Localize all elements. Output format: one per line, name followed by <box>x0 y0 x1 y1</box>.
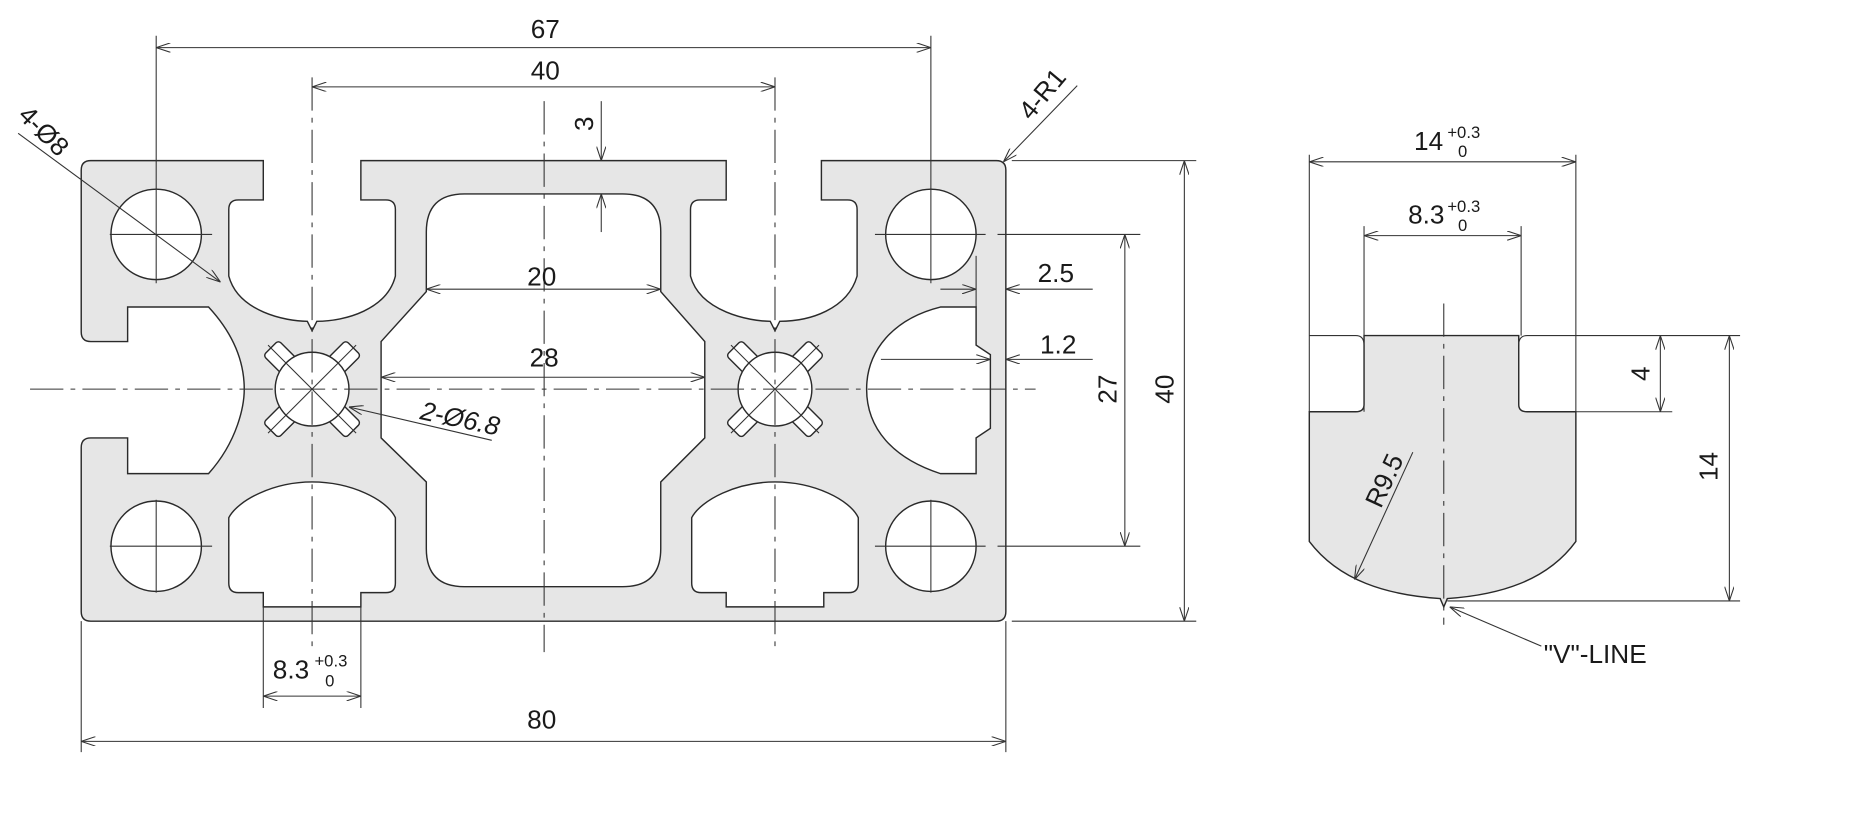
slot-detail: 14 +0.3 0 8.3 +0.3 0 4 14 R9.5 "V"-LINE <box>1308 123 1741 669</box>
dim-80: 80 <box>527 704 556 734</box>
t-nut-outline <box>1308 334 1577 609</box>
dim-20: 20 <box>527 262 556 292</box>
profile-cross-section <box>30 35 1036 653</box>
bottom-slot-right <box>690 481 860 608</box>
bottom-slot-left <box>228 481 397 608</box>
tol-upper: +0.3 <box>1447 197 1480 216</box>
tol-lower: 0 <box>325 672 334 691</box>
dim-40-slots: 40 <box>531 56 560 86</box>
dim-67: 67 <box>531 14 560 44</box>
dim-14-depth: 14 <box>1693 452 1723 481</box>
dim-8-3-opening: 8.3 <box>1408 200 1444 230</box>
dim-3: 3 <box>569 116 599 131</box>
tol-lower: 0 <box>1458 216 1467 235</box>
tol-upper: +0.3 <box>314 651 347 670</box>
right-side-cavity <box>865 306 992 475</box>
dim-2-5: 2.5 <box>1038 258 1074 288</box>
dim-27: 27 <box>1093 375 1123 404</box>
label-4-r1: 4-R1 <box>1012 62 1071 125</box>
dim-14-width: 14 <box>1414 126 1443 156</box>
tol-upper: +0.3 <box>1447 123 1480 142</box>
label-v-line: "V"-LINE <box>1544 639 1647 669</box>
dim-40-height: 40 <box>1150 375 1180 404</box>
dim-1-2: 1.2 <box>1040 329 1076 359</box>
dim-4: 4 <box>1626 366 1656 381</box>
center-cavity <box>380 193 706 588</box>
dim-28: 28 <box>530 343 559 373</box>
dim-slot-8-3: 8.3 <box>273 654 309 684</box>
tol-lower: 0 <box>1458 142 1467 161</box>
